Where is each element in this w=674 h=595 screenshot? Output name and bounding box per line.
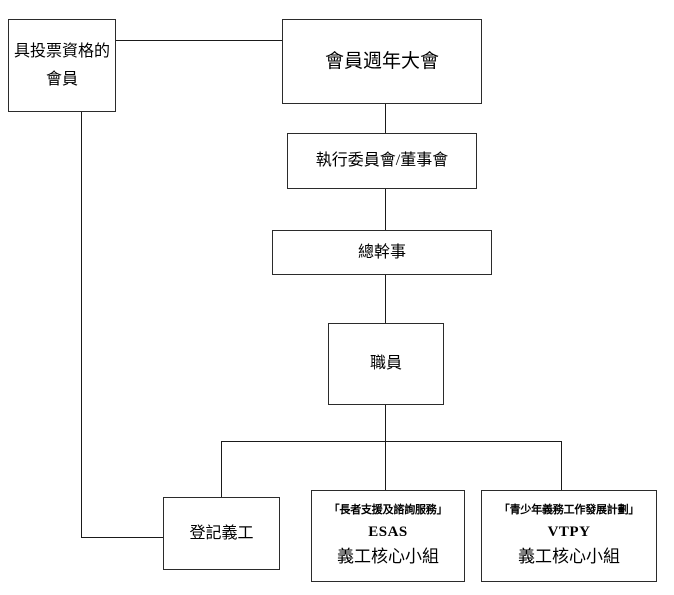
connector-agm-to-exco — [385, 104, 386, 133]
connector-bus-to-esas — [385, 441, 386, 490]
node-vtpy-volunteer-core-group: 「青少年義務工作發展計劃」 VTPY 義工核心小組 — [481, 490, 657, 582]
node-voting-members-label-line2: 會員 — [45, 70, 78, 88]
node-vtpy-subtitle: 義工核心小組 — [518, 546, 620, 566]
node-executive-committee-board: 執行委員會/董事會 — [287, 133, 477, 189]
node-voting-members-label-line1: 具投票資格的 — [13, 42, 110, 60]
connector-horizontal-bus — [221, 441, 562, 442]
node-registered-volunteers: 登記義工 — [163, 497, 280, 570]
node-annual-general-meeting: 會員週年大會 — [282, 19, 482, 104]
node-staff-label: 職員 — [369, 355, 402, 373]
node-exco-label: 執行委員會/董事會 — [315, 152, 449, 170]
connector-voting-members-stem — [81, 112, 82, 537]
node-general-manager: 總幹事 — [272, 230, 492, 275]
connector-exco-to-general-manager — [385, 189, 386, 230]
node-staff: 職員 — [328, 323, 444, 405]
node-esas-volunteer-core-group: 「長者支援及諮詢服務」 ESAS 義工核心小組 — [311, 490, 465, 582]
node-esas-subtitle: 義工核心小組 — [337, 546, 439, 566]
node-registered-volunteers-label: 登記義工 — [189, 524, 254, 542]
node-vtpy-acronym: VTPY — [547, 524, 591, 541]
connector-voting-members-to-volunteers — [81, 537, 163, 538]
connector-general-manager-to-staff — [385, 275, 386, 323]
node-esas-program-title: 「長者支援及諮詢服務」 — [328, 504, 448, 517]
node-agm-label: 會員週年大會 — [324, 50, 439, 72]
node-esas-acronym: ESAS — [368, 524, 408, 541]
connector-voting-members-to-agm — [116, 40, 282, 41]
connector-bus-to-vtpy — [561, 441, 562, 490]
node-general-manager-label: 總幹事 — [357, 243, 406, 261]
node-voting-members: 具投票資格的 會員 — [8, 19, 116, 112]
connector-staff-to-bus — [385, 405, 386, 441]
connector-bus-to-registered-volunteers — [221, 441, 222, 497]
node-vtpy-program-title: 「青少年義務工作發展計劃」 — [498, 504, 640, 517]
